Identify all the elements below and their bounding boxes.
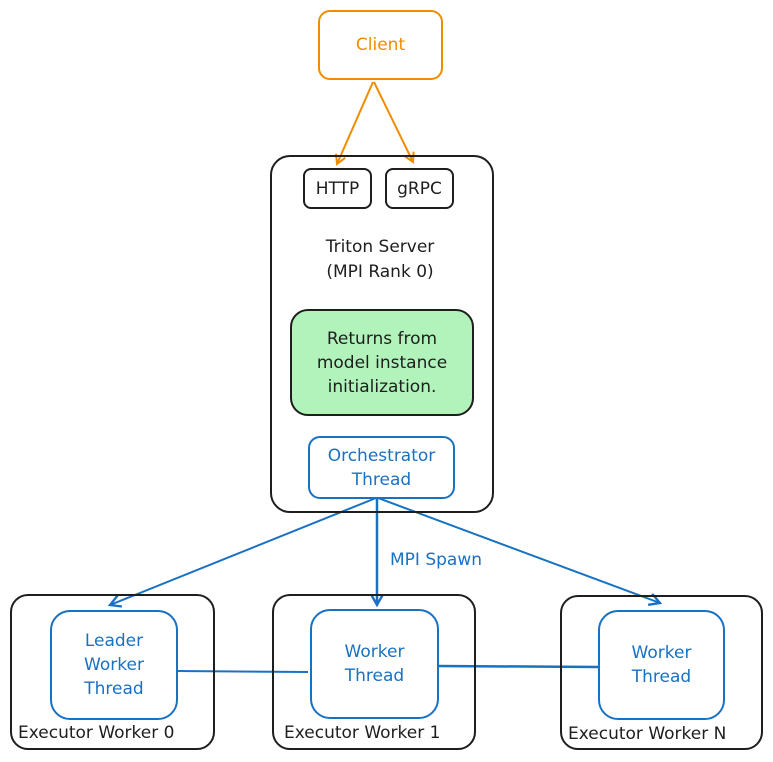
client-to-http-arrow (337, 81, 374, 164)
grpc-endpoint: gRPC (385, 168, 454, 209)
http-label: HTTP (315, 178, 360, 199)
returns-note-box: Returns from model instance initializati… (290, 309, 474, 416)
executor-worker-0-label: Executor Worker 0 (18, 723, 175, 743)
leader-worker-thread-label: Leader Worker Thread (84, 631, 144, 699)
link-worker-0-1 (176, 670, 309, 673)
server-title-line2: (MPI Rank 0) (326, 262, 434, 282)
returns-note-text: Returns from model instance initializati… (316, 328, 448, 397)
triton-server-box (270, 155, 494, 513)
spawn-arrow-worker-n (377, 497, 660, 603)
executor-worker-1-box (272, 594, 476, 750)
executor-worker-n-label: Executor Worker N (568, 724, 727, 744)
worker-thread-1-box: Worker Thread (310, 609, 439, 719)
orchestrator-thread-box: Orchestrator Thread (308, 436, 455, 499)
executor-worker-1-label: Executor Worker 1 (284, 723, 441, 743)
leader-worker-thread-box: Leader Worker Thread (50, 610, 178, 720)
server-title: Triton Server (MPI Rank 0) (290, 235, 470, 285)
link-worker-1-n (437, 664, 600, 669)
spawn-arrow-worker-0 (110, 497, 377, 605)
worker-thread-n-box: Worker Thread (598, 610, 725, 720)
server-title-line1: Triton Server (325, 237, 435, 257)
client-box: Client (318, 10, 443, 80)
executor-worker-n-box (560, 595, 763, 750)
worker-thread-n-label: Worker Thread (631, 643, 692, 687)
client-label: Client (355, 35, 406, 55)
executor-worker-0-box (10, 594, 215, 750)
orchestrator-thread-label: Orchestrator Thread (327, 445, 436, 490)
worker-thread-1-label: Worker Thread (344, 642, 405, 686)
grpc-label: gRPC (397, 178, 442, 199)
client-to-grpc-arrow (373, 81, 413, 162)
http-endpoint: HTTP (303, 168, 372, 209)
mpi-spawn-label: MPI Spawn (390, 550, 483, 570)
